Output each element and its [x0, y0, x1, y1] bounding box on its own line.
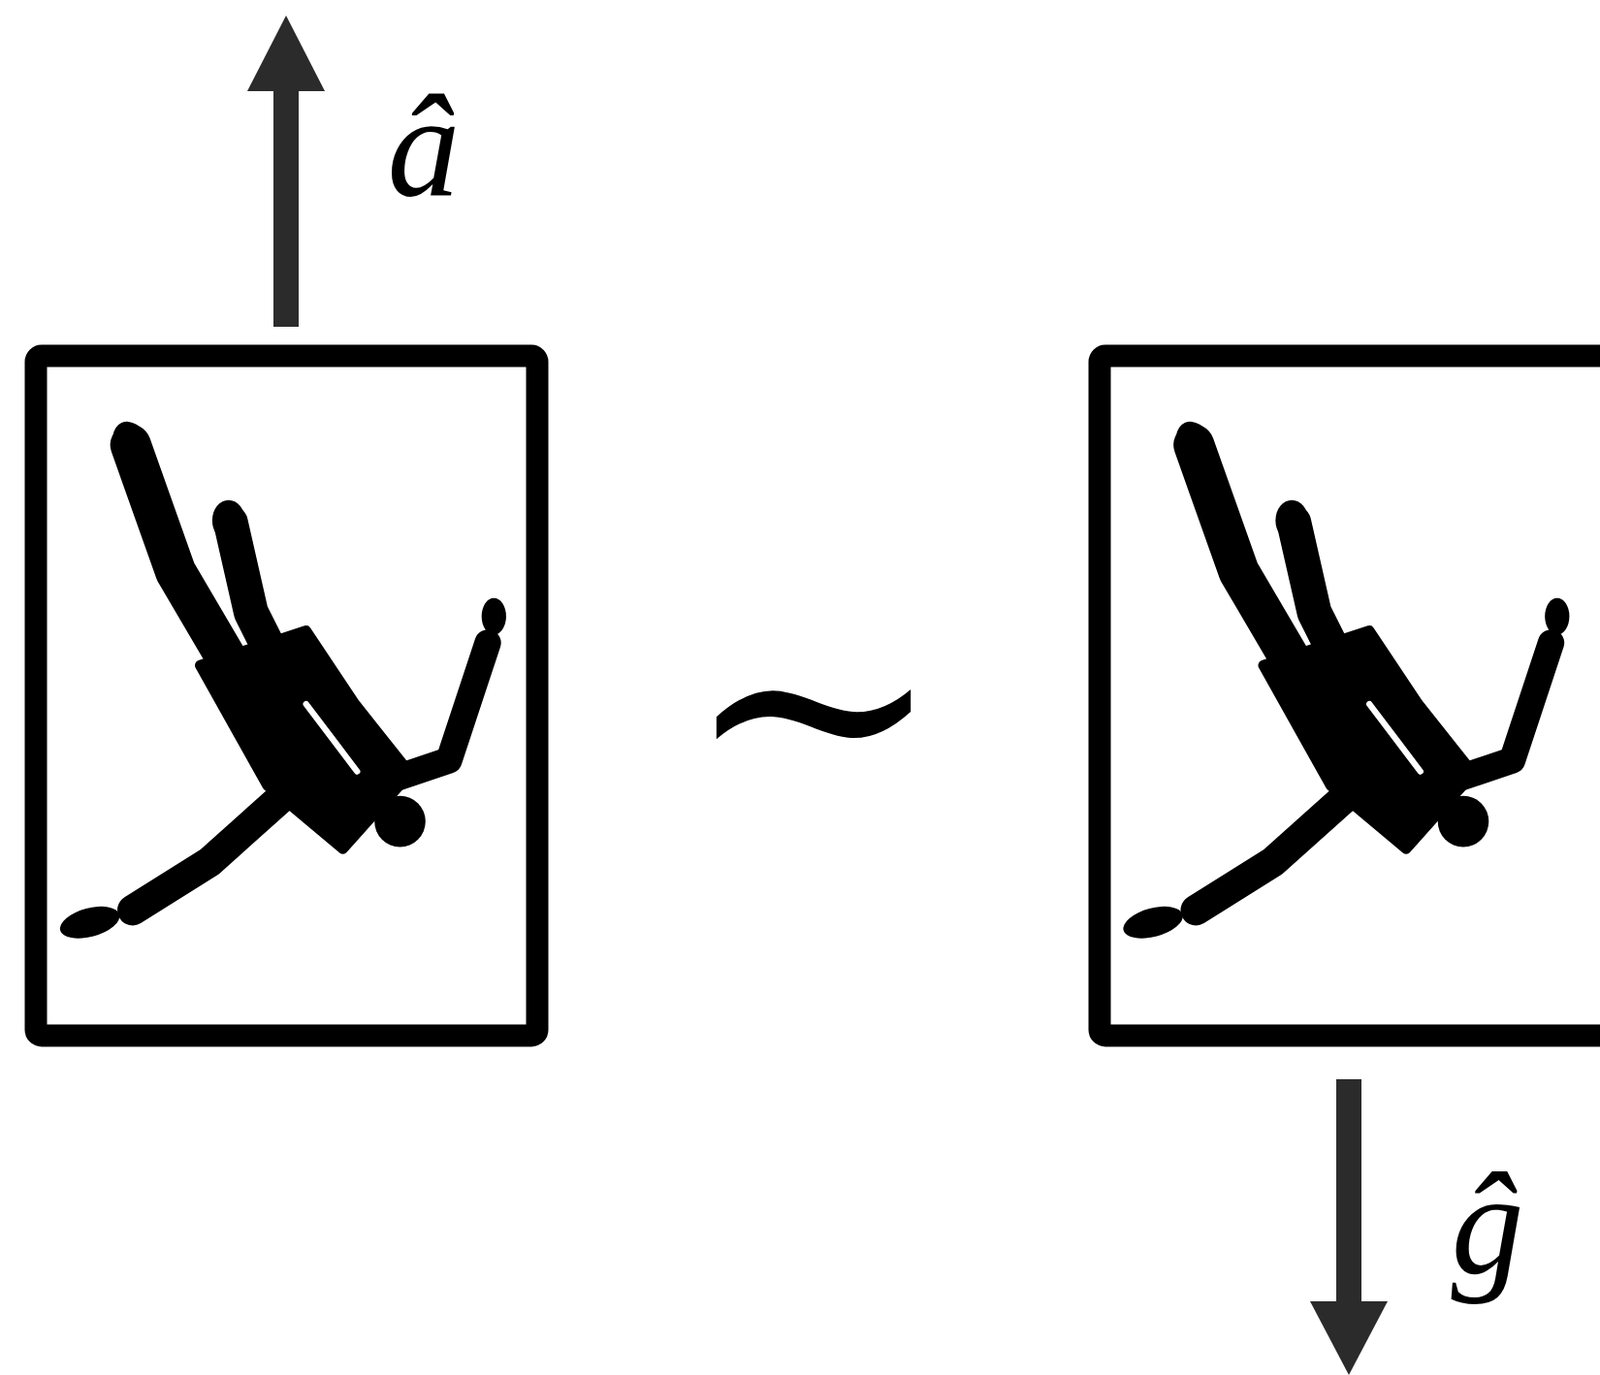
- gravity-arrow: [1310, 1079, 1388, 1375]
- acceleration-arrow: [247, 15, 325, 327]
- vector-symbol: ĝ: [1451, 1151, 1525, 1297]
- equivalence-symbol: ∼: [683, 548, 944, 860]
- frame-box: [1099, 355, 1600, 1036]
- vector-symbol: â: [387, 72, 461, 219]
- frame-box: [35, 355, 538, 1036]
- falling-man: [56, 415, 1569, 945]
